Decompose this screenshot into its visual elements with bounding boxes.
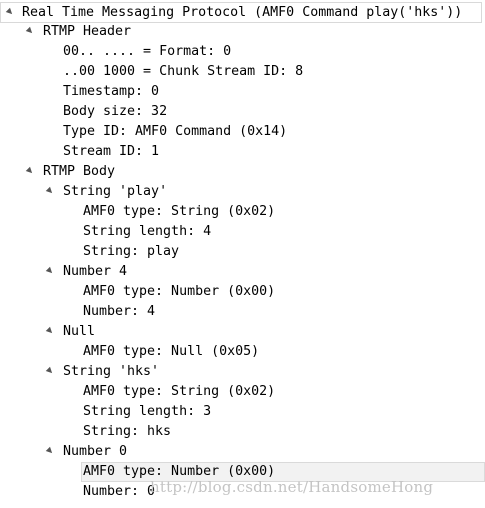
tree-field[interactable]: AMF0 type: Null (0x05) bbox=[0, 342, 485, 362]
root-row-frame bbox=[0, 2, 482, 23]
expanded-arrow-icon[interactable] bbox=[45, 186, 55, 196]
tree-node-number-0[interactable]: Number 0 bbox=[0, 442, 485, 462]
tree-node-string-play[interactable]: String 'play' bbox=[0, 182, 485, 202]
watermark: http://blog.csdn.net/HandsomeHong bbox=[150, 478, 434, 496]
tree-field[interactable]: String length: 4 bbox=[0, 222, 485, 242]
tree-node-null[interactable]: Null bbox=[0, 322, 485, 342]
field-label: String length: 4 bbox=[83, 224, 212, 239]
tree-field[interactable]: Number: 4 bbox=[0, 302, 485, 322]
node-label: RTMP Body bbox=[43, 164, 116, 179]
tree-field[interactable]: Stream ID: 1 bbox=[0, 142, 485, 162]
field-label: Stream ID: 1 bbox=[63, 144, 160, 159]
tree-node-string-hks[interactable]: String 'hks' bbox=[0, 362, 485, 382]
field-label: AMF0 type: Number (0x00) bbox=[83, 284, 276, 299]
field-label: String length: 3 bbox=[83, 404, 212, 419]
node-label: Number 0 bbox=[63, 444, 128, 459]
node-label: Null bbox=[63, 324, 96, 339]
field-label: ..00 1000 = Chunk Stream ID: 8 bbox=[63, 64, 304, 79]
tree-node-number-4[interactable]: Number 4 bbox=[0, 262, 485, 282]
tree-field[interactable]: Body size: 32 bbox=[0, 102, 485, 122]
field-label: Number: 4 bbox=[83, 304, 156, 319]
expanded-arrow-icon[interactable] bbox=[45, 366, 55, 376]
tree-field[interactable]: AMF0 type: Number (0x00) bbox=[0, 282, 485, 302]
field-label: AMF0 type: String (0x02) bbox=[83, 384, 276, 399]
node-label: RTMP Header bbox=[43, 24, 132, 39]
tree-field[interactable]: String: hks bbox=[0, 422, 485, 442]
tree-root-rtmp[interactable]: Real Time Messaging Protocol (AMF0 Comma… bbox=[0, 2, 485, 24]
field-label: String: hks bbox=[83, 424, 172, 439]
tree-field[interactable]: String: play bbox=[0, 242, 485, 262]
expanded-arrow-icon[interactable] bbox=[45, 326, 55, 336]
tree-node-rtmp-body[interactable]: RTMP Body bbox=[0, 162, 485, 182]
field-label: AMF0 type: Null (0x05) bbox=[83, 344, 260, 359]
tree-field[interactable]: Number: 0 bbox=[0, 482, 485, 502]
field-label: String: play bbox=[83, 244, 180, 259]
tree-field[interactable]: AMF0 type: String (0x02) bbox=[0, 202, 485, 222]
field-label: Type ID: AMF0 Command (0x14) bbox=[63, 124, 288, 139]
expanded-arrow-icon[interactable] bbox=[25, 166, 35, 176]
tree-field[interactable]: 00.. .... = Format: 0 bbox=[0, 42, 485, 62]
tree-field[interactable]: String length: 3 bbox=[0, 402, 485, 422]
field-label: Timestamp: 0 bbox=[63, 84, 160, 99]
root-label: Real Time Messaging Protocol (AMF0 Comma… bbox=[22, 5, 463, 20]
field-label: Number: 0 bbox=[83, 484, 156, 499]
expanded-arrow-icon[interactable] bbox=[45, 446, 55, 456]
tree-field[interactable]: AMF0 type: String (0x02) bbox=[0, 382, 485, 402]
expanded-arrow-icon[interactable] bbox=[25, 26, 35, 36]
tree-field[interactable]: Type ID: AMF0 Command (0x14) bbox=[0, 122, 485, 142]
node-label: String 'play' bbox=[63, 184, 168, 199]
node-label: String 'hks' bbox=[63, 364, 160, 379]
field-label: 00.. .... = Format: 0 bbox=[63, 44, 232, 59]
node-label: Number 4 bbox=[63, 264, 128, 279]
tree-field[interactable]: ..00 1000 = Chunk Stream ID: 8 bbox=[0, 62, 485, 82]
field-label: AMF0 type: Number (0x00) bbox=[83, 464, 276, 479]
tree-node-rtmp-header[interactable]: RTMP Header bbox=[0, 22, 485, 42]
field-label: AMF0 type: String (0x02) bbox=[83, 204, 276, 219]
field-label: Body size: 32 bbox=[63, 104, 168, 119]
tree-field-selected[interactable]: AMF0 type: Number (0x00) bbox=[0, 462, 485, 482]
expanded-arrow-icon[interactable] bbox=[45, 266, 55, 276]
tree-field[interactable]: Timestamp: 0 bbox=[0, 82, 485, 102]
